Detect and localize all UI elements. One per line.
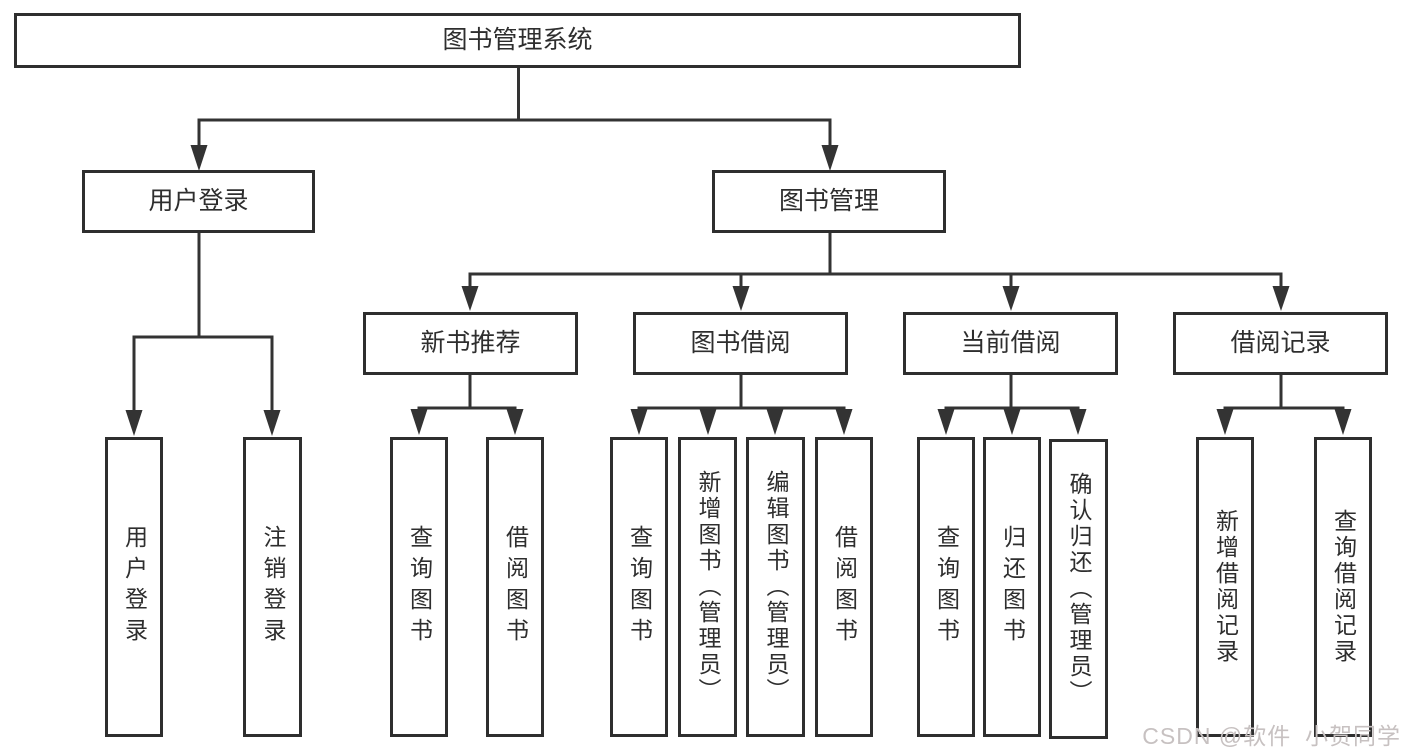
node-leaf-edit-books-admin: 编辑图书（管理员） — [746, 437, 805, 737]
node-leaf-confirm-return-admin: 确认归还（管理员） — [1049, 439, 1108, 739]
node-leaf-query-books-recommend: 查询图书 — [390, 437, 448, 737]
node-leaf-logout: 注销登录 — [243, 437, 302, 737]
node-leaf-user-login: 用户登录 — [105, 437, 163, 737]
node-leaf-return-books-label: 归还图书 — [999, 525, 1026, 649]
node-user-login-branch: 用户登录 — [82, 170, 315, 233]
node-leaf-query-books-recommend-label: 查询图书 — [406, 525, 433, 649]
node-current-borrow-label: 当前借阅 — [960, 329, 1061, 357]
node-borrow-record-label: 借阅记录 — [1230, 329, 1331, 357]
node-current-borrow: 当前借阅 — [903, 312, 1118, 375]
node-leaf-add-borrow-record: 新增借阅记录 — [1196, 437, 1254, 737]
node-leaf-add-books-admin: 新增图书（管理员） — [678, 437, 737, 737]
node-leaf-query-borrow-record-label: 查询借阅记录 — [1330, 509, 1357, 665]
node-leaf-borrow-books-recommend: 借阅图书 — [486, 437, 544, 737]
node-leaf-user-login-label: 用户登录 — [121, 525, 148, 649]
node-leaf-add-books-admin-label: 新增图书（管理员） — [695, 470, 721, 704]
node-leaf-borrow-books-label: 借阅图书 — [831, 525, 858, 649]
node-leaf-add-borrow-record-label: 新增借阅记录 — [1212, 509, 1239, 665]
node-leaf-query-borrow-record: 查询借阅记录 — [1314, 437, 1372, 737]
node-new-book-recommend-label: 新书推荐 — [420, 329, 521, 357]
node-root-system: 图书管理系统 — [14, 13, 1021, 68]
node-user-login-branch-label: 用户登录 — [148, 187, 249, 215]
node-leaf-confirm-return-admin-label: 确认归还（管理员） — [1066, 472, 1092, 706]
node-new-book-recommend: 新书推荐 — [363, 312, 578, 375]
node-book-management-branch-label: 图书管理 — [778, 187, 879, 215]
node-leaf-return-books: 归还图书 — [983, 437, 1041, 737]
node-leaf-borrow-books: 借阅图书 — [815, 437, 873, 737]
node-leaf-query-books-borrow-label: 查询图书 — [626, 525, 653, 649]
node-leaf-query-books-current: 查询图书 — [917, 437, 975, 737]
node-leaf-query-books-borrow: 查询图书 — [610, 437, 668, 737]
node-book-management-branch: 图书管理 — [712, 170, 946, 233]
node-book-borrow: 图书借阅 — [633, 312, 848, 375]
node-leaf-edit-books-admin-label: 编辑图书（管理员） — [763, 470, 789, 704]
node-leaf-query-books-current-label: 查询图书 — [933, 525, 960, 649]
node-book-borrow-label: 图书借阅 — [690, 329, 791, 357]
node-borrow-record: 借阅记录 — [1173, 312, 1388, 375]
node-leaf-logout-label: 注销登录 — [260, 525, 286, 649]
watermark: CSDN @软件_小贺同学 — [1142, 723, 1401, 747]
node-root-system-label: 图书管理系统 — [442, 26, 593, 54]
node-leaf-borrow-books-recommend-label: 借阅图书 — [502, 525, 529, 649]
